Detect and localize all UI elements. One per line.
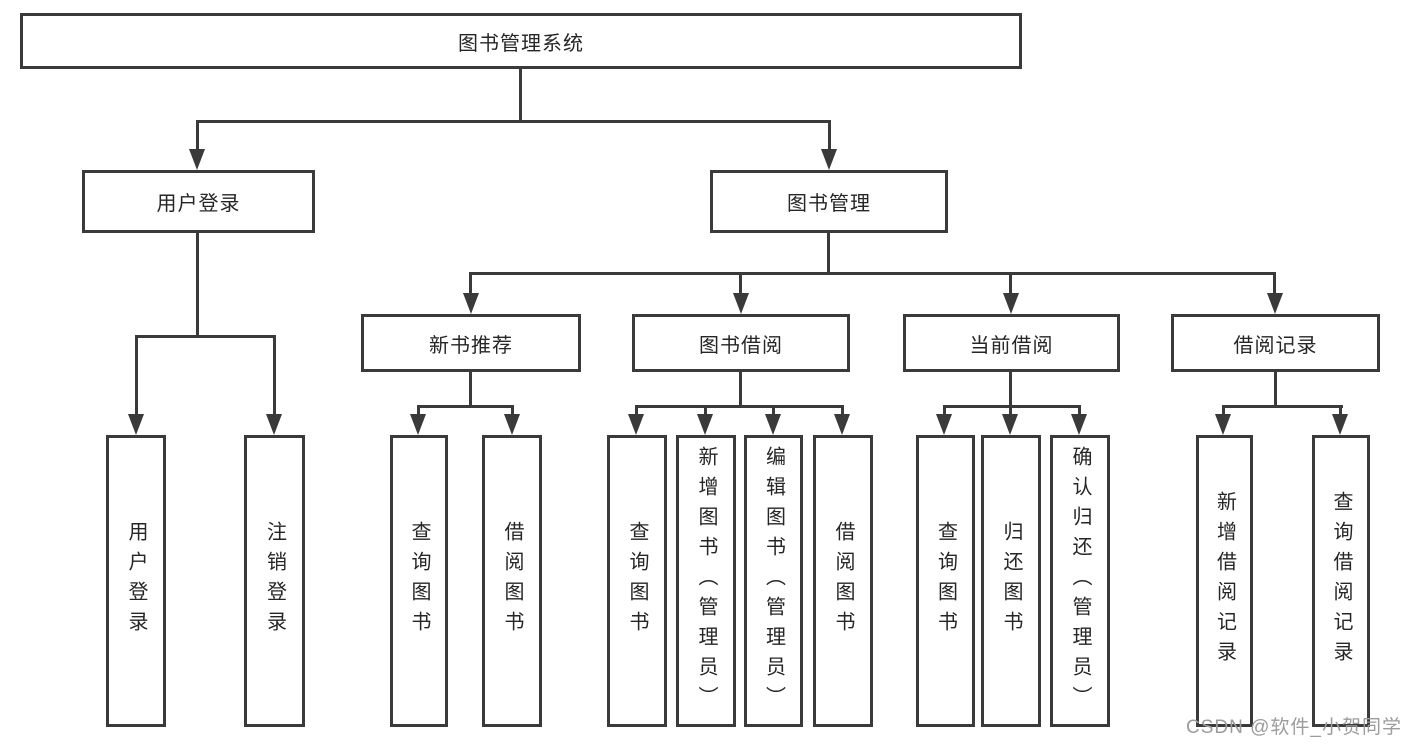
- arrowhead-down-icon: [410, 414, 426, 435]
- node-label: 图书借阅: [699, 334, 783, 357]
- edge-line: [511, 405, 514, 417]
- node-label: 图书管理: [787, 193, 871, 215]
- node-label: 归还图书: [1000, 521, 1022, 641]
- node-label: 查询图书: [408, 521, 430, 641]
- node-leaf-query-borrow-record: 查询借阅记录: [1312, 435, 1370, 727]
- edge-line: [1009, 405, 1012, 417]
- node-book-borrow: 图书借阅: [632, 314, 850, 372]
- node-label: 确认归还（管理员）: [1069, 446, 1091, 716]
- edge-line: [1078, 405, 1081, 417]
- edge-line: [943, 405, 1081, 408]
- node-label: 新增图书（管理员）: [695, 446, 717, 716]
- edge-line: [739, 272, 742, 295]
- arrowhead-down-icon: [504, 414, 520, 435]
- node-label: 注销登录: [263, 521, 286, 641]
- edge-line: [196, 120, 831, 123]
- arrowhead-down-icon: [733, 293, 749, 314]
- arrowhead-down-icon: [834, 414, 850, 435]
- arrowhead-down-icon: [1002, 414, 1018, 435]
- node-leaf-borrow-books-1: 借阅图书: [482, 435, 542, 727]
- node-new-book-recommend: 新书推荐: [361, 314, 581, 372]
- node-leaf-confirm-return-admin: 确认归还（管理员）: [1050, 435, 1110, 727]
- arrowhead-down-icon: [266, 414, 282, 435]
- node-leaf-add-borrow-record: 新增借阅记录: [1196, 435, 1253, 727]
- node-label: 查询图书: [934, 521, 957, 641]
- csdn-watermark: CSDN @软件_小贺同学: [1186, 717, 1402, 738]
- arrowhead-down-icon: [128, 414, 144, 435]
- node-label: 查询图书: [626, 521, 648, 641]
- edge-line: [469, 272, 1276, 275]
- edge-line: [1222, 405, 1343, 408]
- edge-line: [469, 372, 472, 405]
- node-label: 编辑图书（管理员）: [762, 446, 785, 716]
- edge-line: [469, 272, 472, 295]
- node-label: 查询借阅记录: [1330, 491, 1352, 671]
- node-label: 借阅图书: [501, 521, 523, 641]
- edge-line: [519, 69, 522, 120]
- arrowhead-down-icon: [697, 414, 713, 435]
- edge-line: [1339, 405, 1342, 417]
- edge-line: [1009, 372, 1012, 405]
- arrowhead-down-icon: [1267, 293, 1283, 314]
- edge-line: [196, 120, 199, 154]
- node-leaf-return-books: 归还图书: [981, 435, 1041, 727]
- node-user-login: 用户登录: [82, 170, 315, 233]
- edge-line: [704, 405, 707, 417]
- node-label: 新书推荐: [429, 334, 513, 357]
- arrowhead-down-icon: [1071, 414, 1087, 435]
- node-leaf-add-books-admin: 新增图书（管理员）: [676, 435, 736, 727]
- edge-line: [1274, 372, 1277, 405]
- arrowhead-down-icon: [463, 293, 479, 314]
- node-library-system: 图书管理系统: [20, 13, 1022, 69]
- node-label: 当前借阅: [969, 334, 1054, 357]
- arrowhead-down-icon: [1003, 293, 1019, 314]
- arrowhead-down-icon: [936, 414, 952, 435]
- node-leaf-logout: 注销登录: [244, 435, 305, 727]
- node-label: 用户登录: [125, 521, 147, 641]
- edge-line: [196, 233, 199, 337]
- arrowhead-down-icon: [765, 414, 781, 435]
- arrowhead-down-icon: [821, 149, 837, 170]
- edge-line: [827, 233, 830, 272]
- edge-line: [943, 405, 946, 417]
- edge-line: [635, 405, 844, 408]
- node-leaf-borrow-books-2: 借阅图书: [813, 435, 873, 727]
- edge-line: [135, 335, 138, 415]
- edge-line: [828, 120, 831, 154]
- arrowhead-down-icon: [1215, 414, 1231, 435]
- edge-line: [635, 405, 638, 417]
- node-label: 新增借阅记录: [1213, 491, 1236, 671]
- node-label: 图书管理系统: [458, 32, 584, 55]
- node-label: 借阅图书: [832, 521, 854, 641]
- arrowhead-down-icon: [628, 414, 644, 435]
- node-leaf-user-login: 用户登录: [106, 435, 166, 727]
- node-borrow-records: 借阅记录: [1171, 314, 1380, 372]
- node-current-borrow: 当前借阅: [903, 314, 1120, 372]
- edge-line: [1009, 272, 1012, 295]
- node-leaf-query-books-2: 查询图书: [607, 435, 667, 727]
- node-leaf-edit-books-admin: 编辑图书（管理员）: [744, 435, 803, 727]
- edge-line: [135, 335, 276, 338]
- edge-line: [1222, 405, 1225, 417]
- node-book-management: 图书管理: [710, 170, 948, 233]
- edge-line: [841, 405, 844, 417]
- edge-line: [417, 405, 514, 408]
- edge-line: [417, 405, 420, 417]
- edge-line: [772, 405, 775, 417]
- edge-line: [1273, 272, 1276, 295]
- arrowhead-down-icon: [189, 149, 205, 170]
- node-label: 借阅记录: [1233, 334, 1318, 357]
- edge-line: [273, 335, 276, 415]
- node-leaf-query-books-1: 查询图书: [390, 435, 448, 727]
- node-label: 用户登录: [156, 193, 241, 215]
- edge-line: [739, 372, 742, 405]
- arrowhead-down-icon: [1332, 414, 1348, 435]
- node-leaf-query-books-3: 查询图书: [916, 435, 975, 727]
